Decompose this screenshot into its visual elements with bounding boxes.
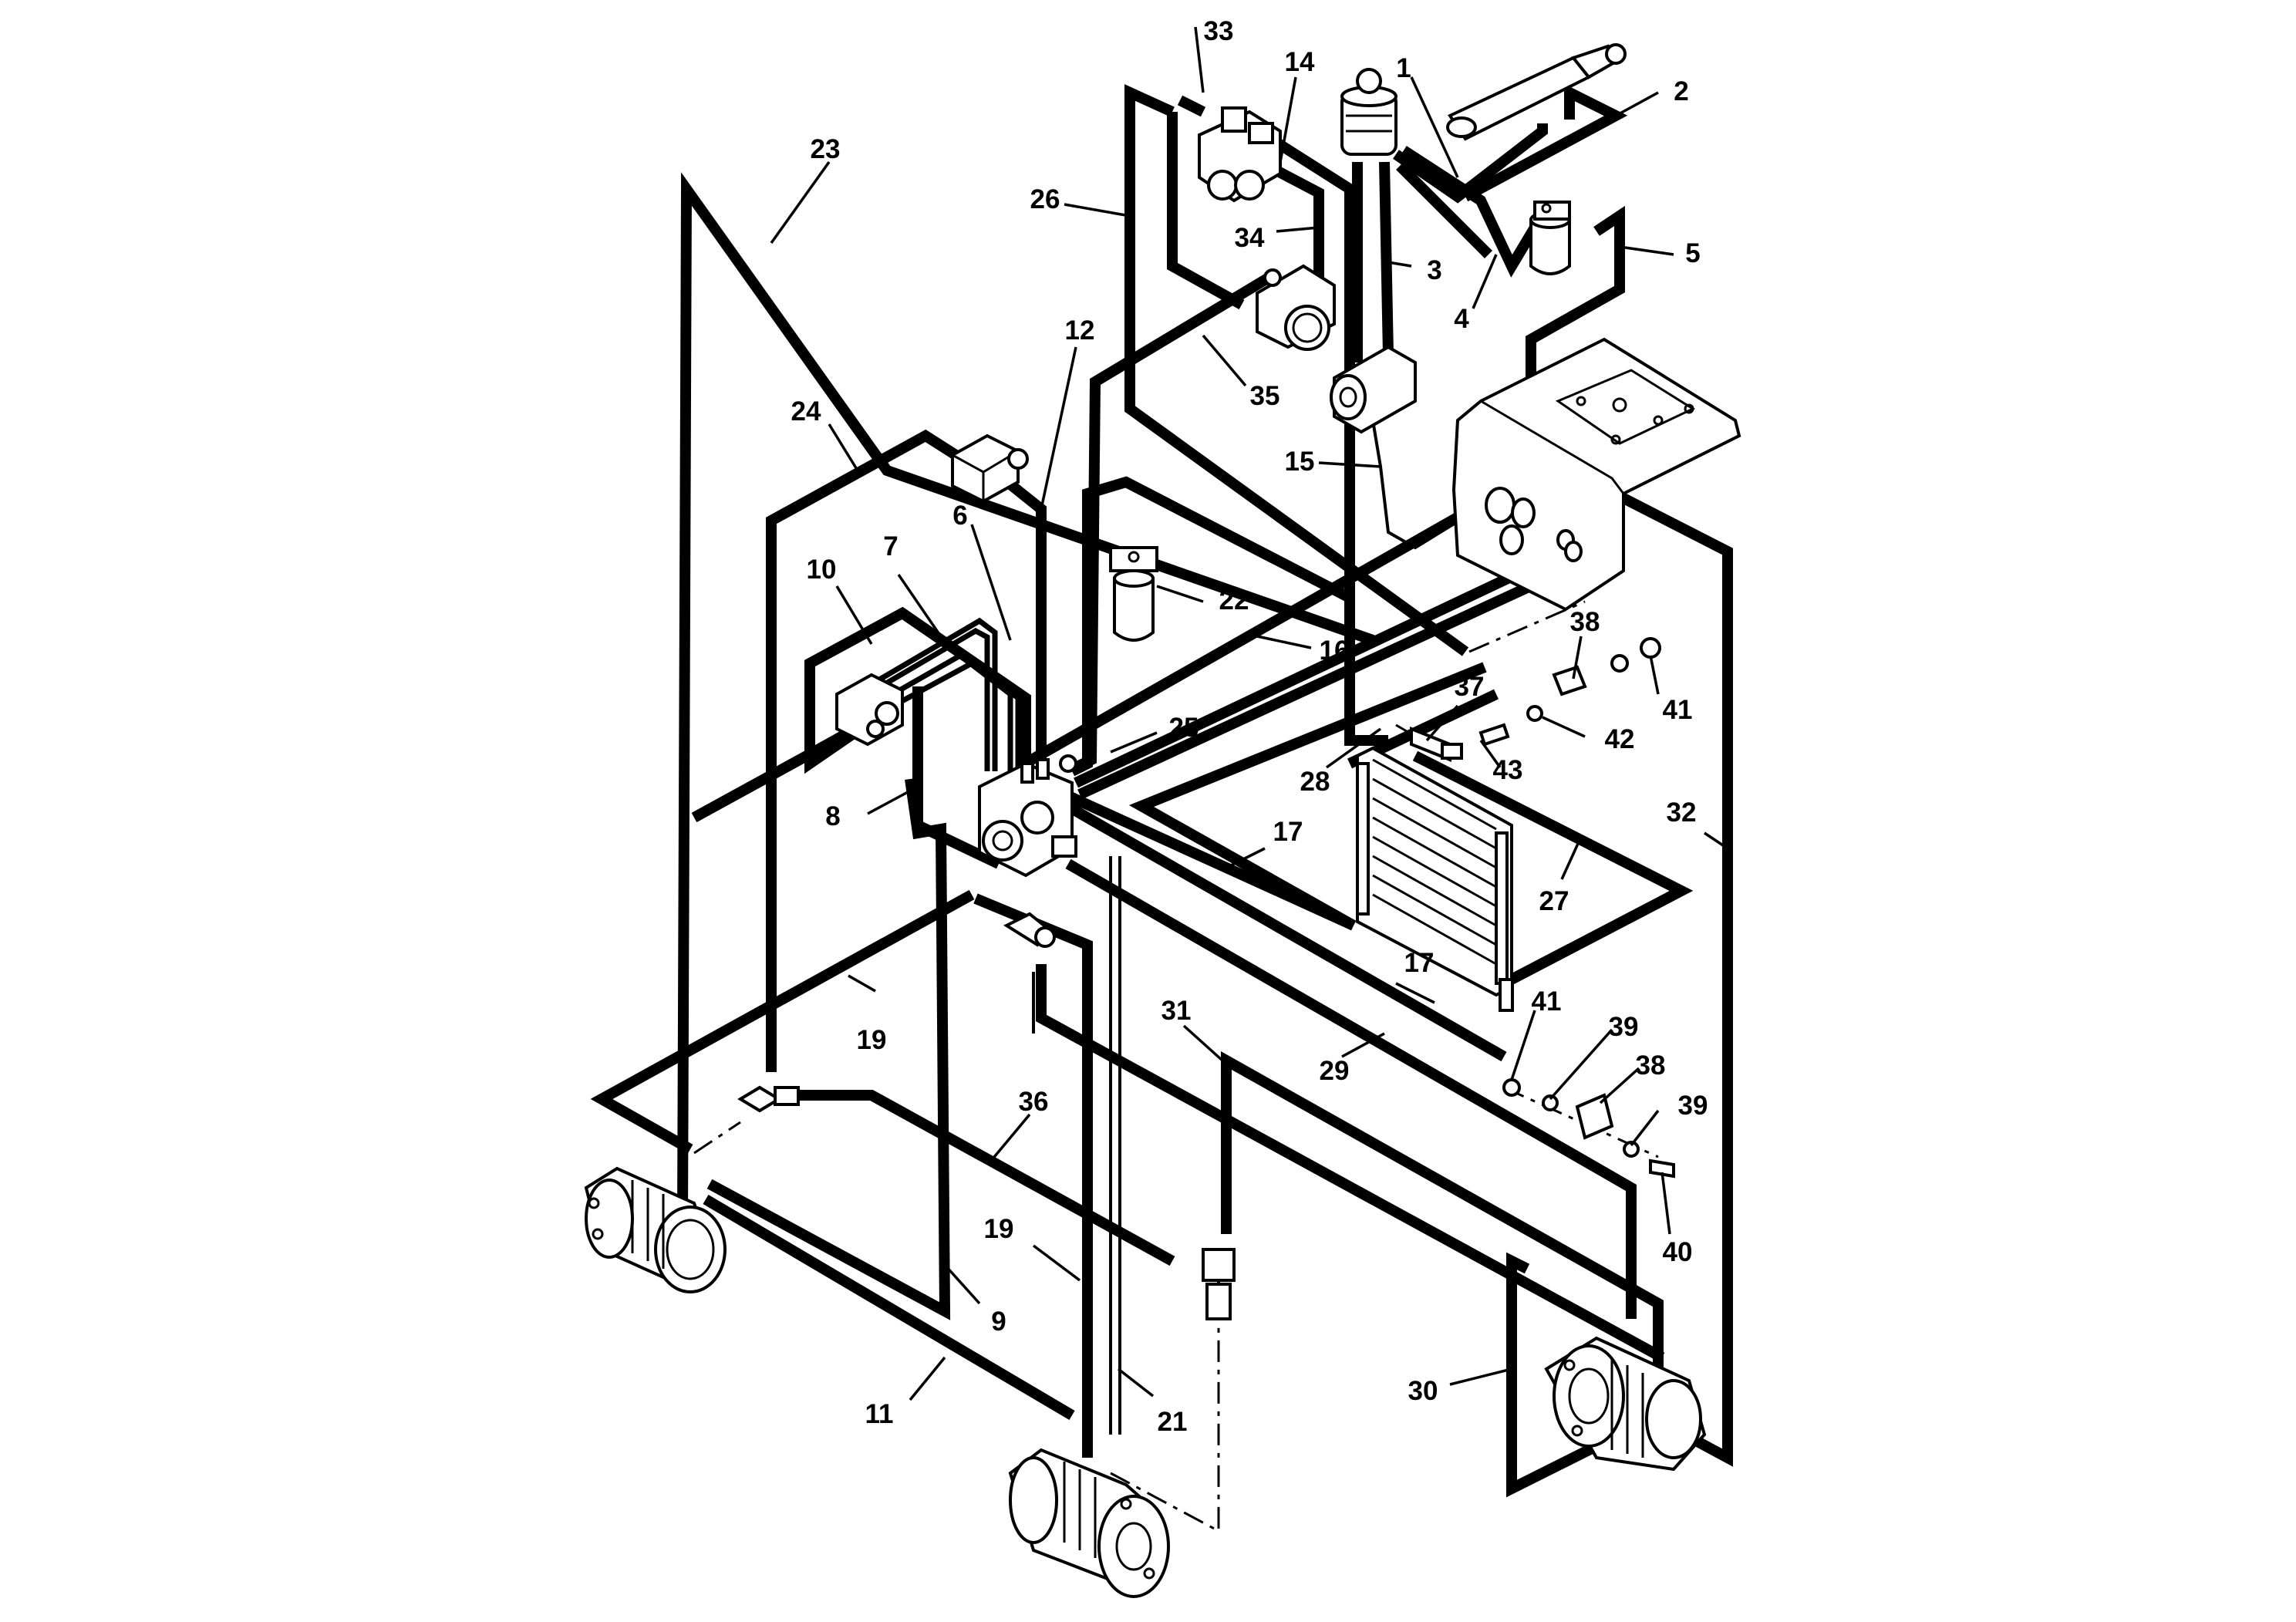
callout-32: 32: [1667, 798, 1697, 828]
hose-8: [912, 686, 1002, 869]
callout-17b: 17: [1404, 948, 1435, 978]
valve-10: [835, 673, 904, 747]
hose-33: [1177, 95, 1206, 117]
line-21: [1109, 856, 1121, 1435]
tee-fitting-31: [1202, 1248, 1236, 1320]
callout-37: 37: [1455, 672, 1485, 702]
callout-16: 16: [1320, 636, 1350, 666]
callout-labels: 1 2 3 4 5 6 7 8 9 10 11 12 14 15 16 17 1…: [791, 16, 1708, 1437]
callout-25: 25: [1169, 713, 1199, 743]
dash-4: [693, 1121, 741, 1155]
callout-3: 3: [1427, 255, 1441, 285]
hydraulic-tank: [1451, 337, 1741, 612]
wheel-motor-left: [584, 1166, 727, 1293]
callout-34: 34: [1235, 223, 1265, 253]
hose-24: [766, 429, 971, 1072]
hose-9: [706, 778, 951, 1320]
line-15: [1371, 420, 1467, 550]
clamp-38-upper: [1478, 637, 1661, 747]
hose-29: [1065, 858, 1637, 1319]
callout-19a: 19: [857, 1025, 887, 1055]
callout-36: 36: [1019, 1087, 1049, 1117]
callout-30: 30: [1408, 1376, 1438, 1406]
callout-21: 21: [1158, 1407, 1188, 1437]
valve-1: [1340, 68, 1397, 156]
hose-30: [1221, 1051, 1664, 1498]
callout-1: 1: [1396, 53, 1411, 83]
callout-8: 8: [825, 801, 840, 831]
clamp-38-lower: [1502, 1078, 1675, 1179]
callout-39b: 39: [1678, 1091, 1708, 1121]
valve-12: [951, 433, 1029, 504]
callout-39a: 39: [1609, 1012, 1639, 1042]
filter-22: [1109, 546, 1158, 642]
callout-15: 15: [1285, 447, 1315, 477]
callout-42: 42: [1605, 724, 1635, 754]
hose-17: [1054, 785, 1507, 1062]
callout-40: 40: [1663, 1237, 1693, 1267]
callout-7: 7: [883, 531, 898, 561]
dash-1: [1468, 600, 1586, 653]
callout-41a: 41: [1663, 695, 1693, 725]
hose-19: [590, 889, 1093, 1458]
callout-4: 4: [1454, 304, 1469, 334]
callout-31: 31: [1161, 996, 1192, 1026]
callout-2: 2: [1674, 76, 1688, 106]
hoses: [590, 83, 1733, 1498]
hose-2: [1396, 83, 1628, 258]
callout-10: 10: [807, 555, 837, 585]
fitting-37: [1410, 727, 1463, 762]
hose-31: [1036, 964, 1665, 1363]
callout-33: 33: [1204, 16, 1234, 46]
callout-29: 29: [1320, 1056, 1350, 1086]
hose-1: [1393, 123, 1548, 204]
hose-16: [1015, 508, 1468, 773]
hose-26: [1124, 84, 1469, 656]
callout-24: 24: [791, 396, 821, 427]
callout-35: 35: [1250, 381, 1280, 411]
callout-41b: 41: [1532, 986, 1562, 1017]
callout-6: 6: [952, 501, 967, 531]
fitting-19: [1003, 912, 1056, 948]
callout-26: 26: [1030, 184, 1060, 214]
motor-15: [1330, 345, 1417, 434]
callout-11: 11: [865, 1399, 894, 1429]
hose-4: [1401, 146, 1552, 278]
callout-5: 5: [1685, 238, 1700, 268]
components: [584, 43, 1741, 1598]
valve-block-33: [1198, 106, 1282, 203]
callout-38a: 38: [1570, 607, 1600, 637]
callout-12: 12: [1065, 315, 1095, 346]
callout-38b: 38: [1636, 1050, 1666, 1081]
wheel-motor-center: [1008, 1448, 1170, 1598]
pump-35: [1256, 264, 1336, 351]
oil-cooler: [1356, 746, 1514, 1012]
hose-7: [866, 617, 998, 771]
callout-27: 27: [1539, 886, 1569, 916]
callout-19b: 19: [984, 1214, 1014, 1244]
callout-14: 14: [1285, 47, 1315, 77]
hose-11: [703, 1194, 1075, 1421]
callout-23: 23: [811, 134, 841, 164]
callout-43: 43: [1493, 755, 1523, 785]
hose-10: [804, 606, 1031, 779]
filter-5: [1529, 201, 1571, 275]
callout-9: 9: [991, 1307, 1006, 1337]
tee-fitting-36: [737, 1085, 800, 1113]
callout-17a: 17: [1273, 817, 1303, 847]
hose-35: [1073, 272, 1272, 773]
hose-5: [1526, 205, 1625, 386]
callout-28: 28: [1300, 767, 1330, 797]
dash-5: [1110, 1327, 1220, 1533]
callout-22: 22: [1219, 585, 1249, 615]
leader-lines: [770, 26, 1728, 1401]
hose-36: [783, 1090, 1175, 1266]
hose-28: [1074, 538, 1591, 800]
hose-3: [1352, 161, 1394, 363]
steering-cylinder: [1446, 43, 1627, 141]
control-valve-8: [978, 754, 1077, 878]
wheel-motor-right: [1544, 1336, 1707, 1472]
